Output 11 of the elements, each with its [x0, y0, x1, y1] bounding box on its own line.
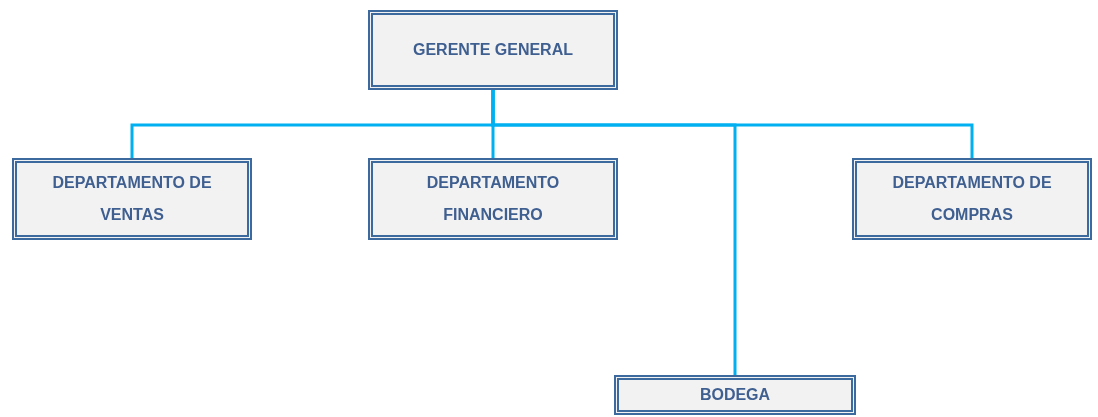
connector-line — [491, 90, 974, 158]
org-box — [368, 10, 618, 90]
org-box — [368, 158, 618, 240]
box-label: DEPARTAMENTO DE COMPRAS — [891, 173, 1053, 225]
org-box — [614, 375, 856, 415]
box-label: GERENTE GENERAL — [412, 40, 574, 60]
box-label: DEPARTAMENTO DE VENTAS — [51, 173, 213, 225]
org-box — [852, 158, 1092, 240]
box-label: DEPARTAMENTO FINANCIERO — [425, 173, 561, 225]
org-box — [12, 158, 252, 240]
box-label: BODEGA — [698, 385, 772, 405]
